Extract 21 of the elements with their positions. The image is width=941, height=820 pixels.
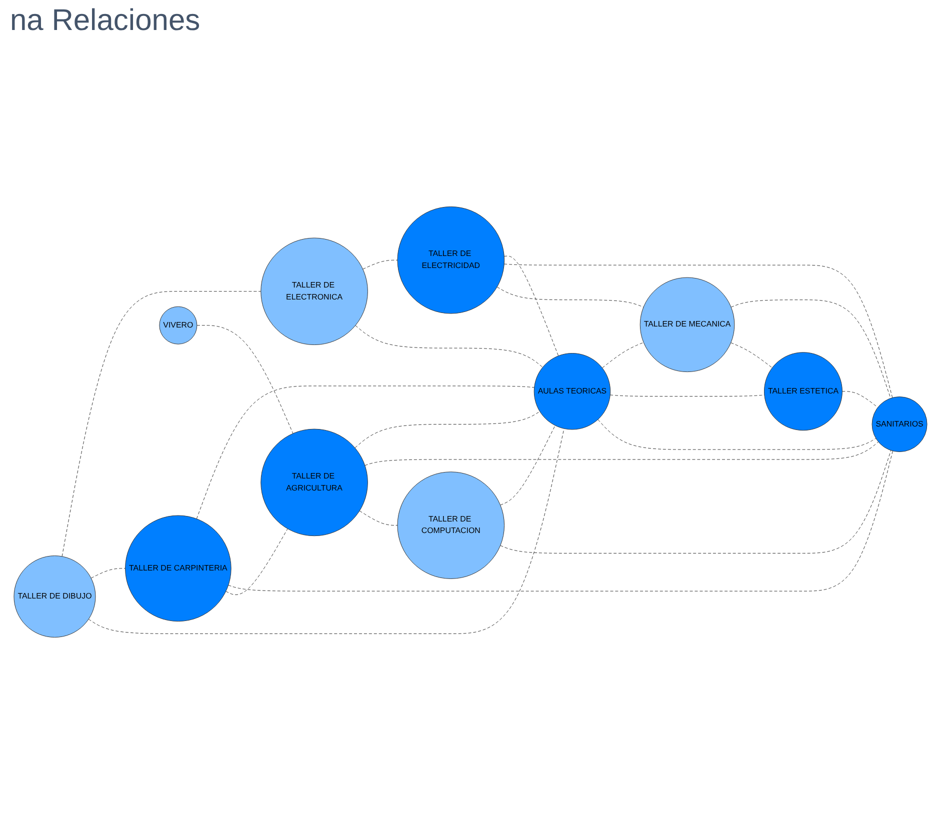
connector [504, 256, 559, 356]
connector [362, 260, 398, 270]
connector [602, 342, 644, 368]
connector [354, 411, 540, 448]
connector [226, 528, 288, 595]
connector [364, 442, 879, 466]
connector [500, 425, 556, 506]
connector [610, 394, 765, 397]
connector [500, 450, 892, 554]
connector [355, 325, 543, 368]
connector [62, 291, 262, 557]
connector [730, 342, 772, 368]
connector [504, 264, 893, 398]
connector [196, 386, 535, 520]
diagram-title: na Relaciones [10, 4, 202, 38]
connector [228, 450, 893, 592]
connector [359, 510, 398, 526]
connector [88, 428, 564, 634]
connector [196, 325, 294, 434]
connector [90, 568, 126, 578]
connector [730, 300, 891, 398]
